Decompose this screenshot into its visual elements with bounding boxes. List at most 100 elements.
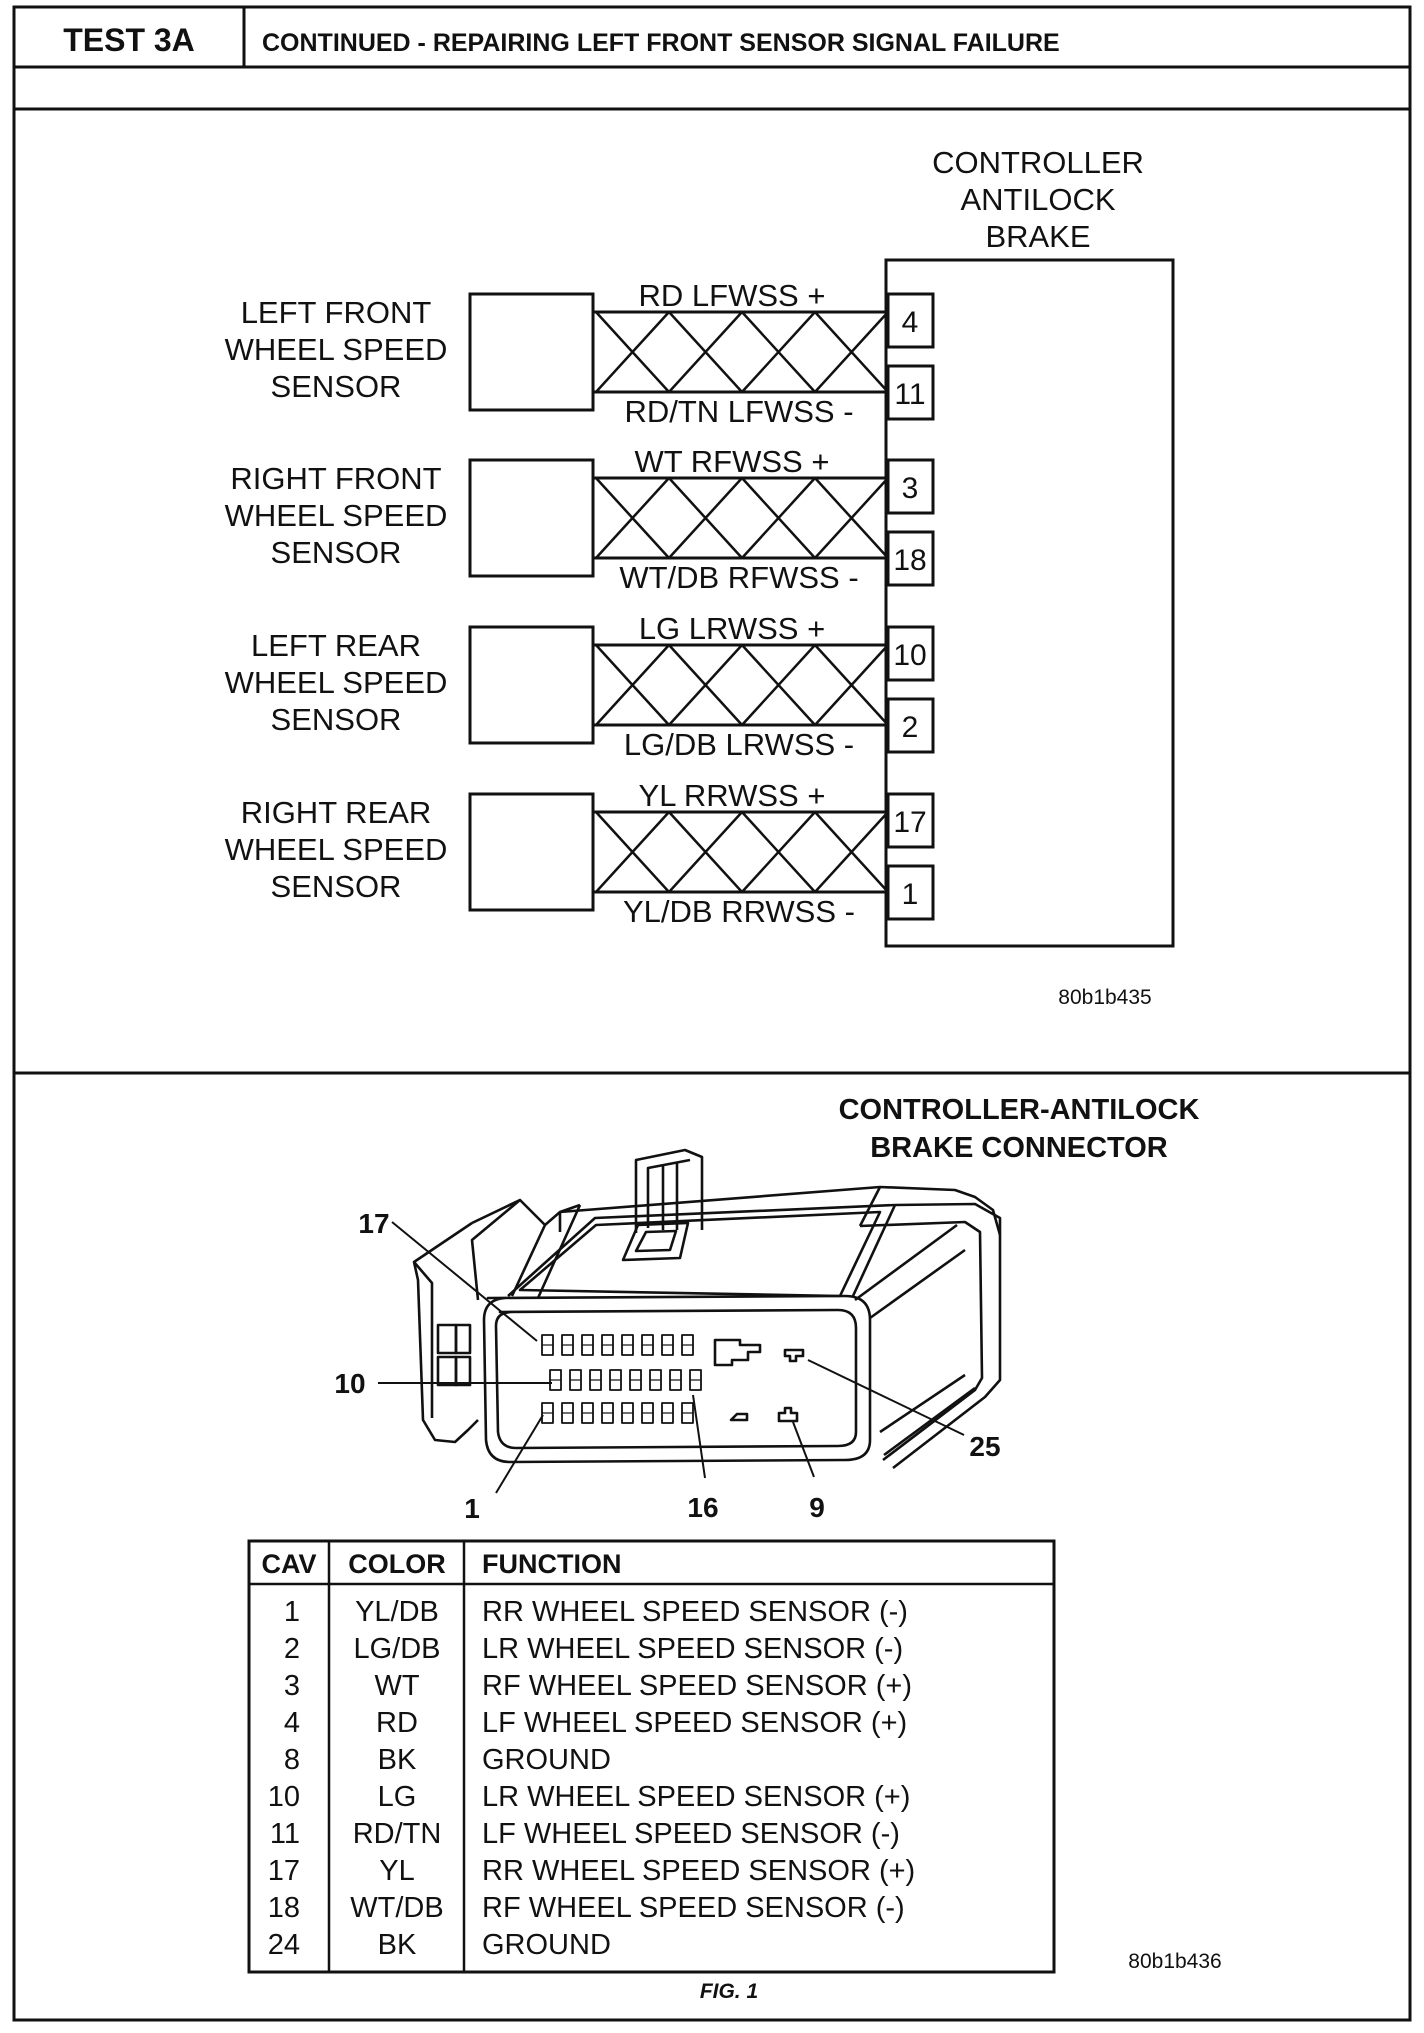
sensor-box [468,792,595,912]
pin-number-positive: 4 [902,306,919,339]
cell-color: BK [378,1744,417,1776]
connector-illustration [412,1148,1002,1470]
header: TEST 3A CONTINUED - REPAIRING LEFT FRONT… [12,5,1410,69]
pin-box [886,792,935,849]
figure-caption: FIG. 1 [700,1980,758,2003]
callout-25: 25 [969,1431,1000,1462]
sensor-name-line: SENSOR [271,369,402,404]
cell-color: WT [374,1670,419,1702]
sensor-name-line: WHEEL SPEED [225,498,448,533]
wire-label-negative: YL/DB RRWSS - [623,894,855,929]
callout-17: 17 [358,1208,389,1239]
pin-number-positive: 17 [893,806,926,839]
table-row: 18 WT/DB RF WHEEL SPEED SENSOR (-) [268,1892,905,1924]
callout-16: 16 [687,1492,718,1523]
header-color: COLOR [348,1549,446,1579]
cell-function: RR WHEEL SPEED SENSOR (+) [482,1855,915,1887]
pin-number-negative: 18 [893,544,926,577]
table-row: 3 WT RF WHEEL SPEED SENSOR (+) [284,1670,912,1702]
wiring-diagram: CONTROLLER ANTILOCK BRAKE LEFT FRONTWHEE… [225,145,1175,1009]
sensor-name-line: WHEEL SPEED [225,665,448,700]
wire-label-negative: RD/TN LFWSS - [624,394,853,429]
cell-color: LG [378,1781,417,1813]
cell-function: GROUND [482,1744,611,1776]
cell-function: LF WHEEL SPEED SENSOR (-) [482,1818,900,1850]
pin-number-negative: 2 [902,711,919,744]
callout-10: 10 [334,1368,365,1399]
page-title: CONTINUED - REPAIRING LEFT FRONT SENSOR … [262,29,1060,57]
cell-cav: 10 [268,1781,300,1813]
sensor-name-line: WHEEL SPEED [225,332,448,367]
cell-color: YL [379,1855,414,1887]
pin-number-positive: 10 [893,639,926,672]
connector-figure-code: 80b1b436 [1128,1950,1221,1973]
cell-cav: 11 [270,1818,300,1850]
sensor-name-line: LEFT REAR [251,628,421,663]
cell-function: RR WHEEL SPEED SENSOR (-) [482,1596,908,1628]
test-id: TEST 3A [63,22,195,58]
cell-function: RF WHEEL SPEED SENSOR (+) [482,1670,912,1702]
pin-box [886,292,935,349]
sensor-name-line: RIGHT REAR [241,795,432,830]
cell-color: RD [376,1707,418,1739]
controller-label-line-1: CONTROLLER [932,145,1144,180]
connector-title-line-2: BRAKE CONNECTOR [870,1132,1168,1164]
wire-label-negative: LG/DB LRWSS - [624,727,854,762]
sensor-name-line: SENSOR [271,869,402,904]
cell-color: YL/DB [355,1596,439,1628]
pin-box [886,364,935,421]
sensor-box [468,625,595,745]
wire-label-positive: LG LRWSS + [639,611,825,646]
controller-label: CONTROLLER ANTILOCK BRAKE [932,145,1144,254]
table-border [247,1539,1056,1974]
cell-color: LG/DB [353,1633,440,1665]
cell-cav: 17 [268,1855,300,1887]
callout-9: 9 [809,1492,825,1523]
cell-cav: 2 [284,1633,300,1665]
cell-cav: 18 [268,1892,300,1924]
page-frame [12,5,1412,2022]
sensor-name-line: WHEEL SPEED [225,832,448,867]
cell-cav: 24 [268,1929,300,1961]
table-row: 17 YL RR WHEEL SPEED SENSOR (+) [268,1855,915,1887]
callout-1: 1 [464,1493,480,1524]
pin-box [886,625,935,682]
cell-cav: 3 [284,1670,300,1702]
connector-title-line-1: CONTROLLER-ANTILOCK [839,1094,1200,1126]
pin-box [886,458,935,515]
pin-box [886,697,935,754]
pin-number-negative: 1 [902,878,919,911]
wire-label-negative: WT/DB RFWSS - [619,560,858,595]
table-row: 11 RD/TN LF WHEEL SPEED SENSOR (-) [270,1818,900,1850]
controller-label-line-3: BRAKE [985,219,1090,254]
wire-label-positive: RD LFWSS + [639,278,826,313]
wire-label-positive: YL RRWSS + [639,778,826,813]
header-function: FUNCTION [482,1549,621,1579]
cell-color: BK [378,1929,417,1961]
cell-function: RF WHEEL SPEED SENSOR (-) [482,1892,905,1924]
sensor-box [468,292,595,412]
pin-box [886,530,935,587]
cell-color: RD/TN [353,1818,442,1850]
pin-number-negative: 11 [894,378,925,411]
pin-box [886,864,935,921]
cell-color: WT/DB [350,1892,443,1924]
pin-number-positive: 3 [902,472,919,505]
wiring-figure-code: 80b1b435 [1058,986,1151,1009]
connector-section: CONTROLLER-ANTILOCK BRAKE CONNECTOR [247,1094,1222,2003]
header-cav: CAV [261,1549,316,1579]
sensor-box [468,458,595,578]
sensor-name-line: SENSOR [271,535,402,570]
controller-module-box [884,258,1175,948]
controller-label-line-2: ANTILOCK [960,182,1115,217]
sensor-name-line: SENSOR [271,702,402,737]
